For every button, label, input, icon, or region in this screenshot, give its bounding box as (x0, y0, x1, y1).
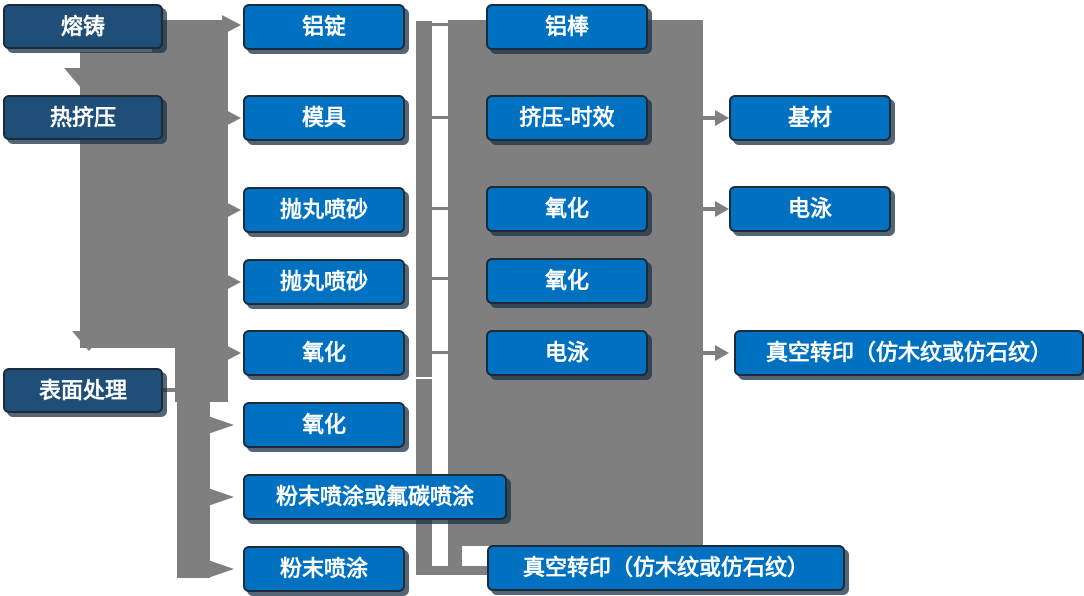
arrow-right-icon (222, 343, 241, 363)
arrow-right-icon (222, 200, 241, 220)
node-mold: 模具 (243, 95, 405, 141)
node-vacuum-transfer-printing-bottom: 真空转印（仿木纹或仿石纹） (487, 545, 845, 591)
node-oxidation-a: 氧化 (243, 330, 405, 376)
arrow-shaft (701, 207, 717, 211)
node-aluminum-ingot: 铝锭 (243, 4, 405, 50)
left-flow-bar (152, 20, 228, 348)
node-shot-blasting-1: 抛丸喷砂 (243, 187, 405, 233)
node-shot-blasting-2: 抛丸喷砂 (243, 259, 405, 305)
left-flow-bar-lower (177, 395, 210, 578)
arrow-down-icon (72, 331, 106, 351)
arrow-shaft (701, 116, 717, 120)
node-powder-coating: 粉末喷涂 (243, 546, 405, 592)
node-melting-casting: 熔铸 (3, 4, 163, 49)
node-oxidation-d: 氧化 (486, 258, 648, 304)
arrow-down-icon (64, 68, 98, 88)
node-base-material: 基材 (729, 95, 891, 141)
surface-treatment-link-line (163, 388, 179, 392)
arrow-right-icon (222, 108, 241, 128)
node-oxidation-c: 氧化 (486, 186, 648, 232)
arrow-right-icon (208, 560, 234, 578)
stub-line (430, 116, 448, 119)
node-powder-or-fluorocarbon-coating: 粉末喷涂或氟碳喷涂 (243, 474, 507, 520)
stub-line (430, 23, 448, 26)
node-electrophoresis-a: 电泳 (486, 330, 648, 376)
arrow-right-icon (208, 488, 234, 506)
node-extrusion-aging: 挤压-时效 (486, 95, 648, 141)
arrow-right-icon (715, 110, 729, 126)
arrow-right-icon (715, 201, 729, 217)
node-aluminum-rod: 铝棒 (486, 4, 648, 50)
node-surface-treatment: 表面处理 (3, 368, 163, 413)
arrow-right-icon (715, 345, 729, 361)
bottom-link-line (416, 566, 488, 575)
node-vacuum-transfer-printing-right: 真空转印（仿木纹或仿石纹） (734, 330, 1084, 376)
node-oxidation-b: 氧化 (243, 402, 405, 448)
stub-line (430, 277, 448, 280)
node-hot-extrusion: 热挤压 (3, 95, 163, 140)
arrow-shaft (701, 351, 717, 355)
arrow-right-icon (222, 15, 241, 35)
stub-line (430, 351, 448, 354)
arrow-right-icon (222, 272, 241, 292)
stub-line (430, 207, 448, 210)
mid-flow-bar-upper (416, 21, 432, 377)
arrow-right-icon (208, 416, 234, 434)
node-electrophoresis-b: 电泳 (729, 186, 891, 232)
left-flow-bar-mid (175, 345, 228, 402)
